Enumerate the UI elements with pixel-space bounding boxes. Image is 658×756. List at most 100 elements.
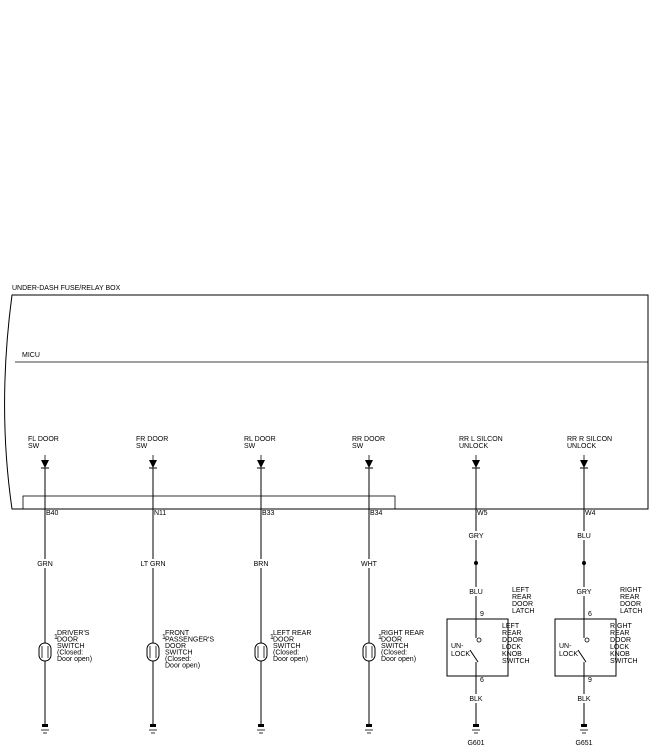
wire-color-label: BLU <box>469 589 483 596</box>
door-switch-label: FRONT <box>165 630 190 637</box>
switch-state-label: UN- <box>451 643 464 650</box>
pin-label: 1 <box>378 634 382 641</box>
wire-color-label: BLK <box>577 696 591 703</box>
door-switch-label: SWITCH <box>165 650 193 657</box>
latch-label: RIGHT <box>620 587 643 594</box>
ground-symbol-icon <box>149 720 157 734</box>
wire-color-label: GRY <box>576 589 591 596</box>
lock-knob-switch-label: DOOR <box>610 637 631 644</box>
wire-color-label: BLU <box>577 533 591 540</box>
wire-color-label: GRY <box>468 533 483 540</box>
input-label: SW <box>244 443 256 450</box>
input-arrow-icon <box>41 460 49 468</box>
wire-color-label: GRN <box>37 561 53 568</box>
terminal-label: B34 <box>370 510 383 517</box>
switch-blade-icon <box>577 649 587 663</box>
door-switch-label: (Closed: <box>273 650 299 657</box>
door-switch-label: DOOR <box>57 637 78 644</box>
input-label: SW <box>352 443 364 450</box>
pin-label: 9 <box>588 677 592 684</box>
door-switch-label: DRIVER'S <box>57 630 90 637</box>
wire-color-label: BLK <box>469 696 483 703</box>
wire-color-label: BRN <box>254 561 269 568</box>
terminal-label: W5 <box>477 510 488 517</box>
lock-knob-switch-label: LOCK <box>610 644 629 651</box>
door-switch-label: Door open) <box>57 656 92 663</box>
door-switch-label: Door open) <box>165 663 200 670</box>
latch-label: REAR <box>620 594 639 601</box>
input-label: FR DOOR <box>136 436 168 443</box>
door-switch-label: SWITCH <box>57 643 85 650</box>
fuse-relay-box: UNDER-DASH FUSE/RELAY BOX MICU <box>4 285 649 510</box>
input-label: RR DOOR <box>352 436 385 443</box>
latch-box <box>554 618 617 677</box>
ground-label: G651 <box>575 740 592 747</box>
input-arrow-icon <box>472 460 480 468</box>
input-label: SW <box>28 443 40 450</box>
latch-box <box>446 618 509 677</box>
pin-label: 6 <box>588 611 592 618</box>
input-label: RR L SILCON <box>459 436 503 443</box>
input-label: UNLOCK <box>459 443 489 450</box>
switch-contact-icon <box>584 637 590 643</box>
connector-block <box>22 495 396 510</box>
terminal-label: N11 <box>154 510 166 517</box>
input-label: SW <box>136 443 148 450</box>
door-switch-icon <box>254 642 268 662</box>
input-label: RR R SILCON <box>567 436 612 443</box>
door-switch-label: (Closed: <box>57 650 83 657</box>
lock-knob-switch-label: LEFT <box>502 623 520 630</box>
pin-label: 1 <box>54 634 58 641</box>
lock-knob-switch-label: KNOB <box>502 651 522 658</box>
latch-label: LATCH <box>620 608 642 615</box>
terminal-label: W4 <box>585 510 596 517</box>
input-arrow-icon <box>580 460 588 468</box>
latch-label: LEFT <box>512 587 530 594</box>
switch-state-label: UN- <box>559 643 572 650</box>
door-switch-label: RIGHT REAR <box>381 630 424 637</box>
door-switch-icon <box>362 642 376 662</box>
splice-point-icon <box>474 561 478 565</box>
door-switch-label: PASSENGER'S <box>165 637 214 644</box>
lock-knob-switch-label: SWITCH <box>502 658 530 665</box>
pin-label: 9 <box>480 611 484 618</box>
wire-color-label: WHT <box>361 561 378 568</box>
door-switch-label: DOOR <box>165 643 186 650</box>
lock-knob-switch-label: RIGHT <box>610 623 633 630</box>
terminal-label: B40 <box>46 510 59 517</box>
latch-label: DOOR <box>512 601 533 608</box>
wire-color-label: LT GRN <box>140 561 165 568</box>
lock-knob-switch-label: REAR <box>502 630 521 637</box>
door-switch-label: (Closed: <box>381 650 407 657</box>
door-switch-label: LEFT REAR <box>273 630 311 637</box>
door-switch-icon <box>38 642 52 662</box>
lock-knob-switch-label: SWITCH <box>610 658 638 665</box>
switch-state-label: LOCK <box>559 651 578 658</box>
ground-symbol-icon <box>580 720 588 734</box>
door-switch-label: (Closed: <box>165 656 191 663</box>
input-label: FL DOOR <box>28 436 59 443</box>
pin-label: 6 <box>480 677 484 684</box>
input-label: RL DOOR <box>244 436 276 443</box>
terminal-label: B33 <box>262 510 275 517</box>
lock-knob-switch-label: DOOR <box>502 637 523 644</box>
latch-label: DOOR <box>620 601 641 608</box>
door-switch-icon <box>146 642 160 662</box>
input-arrow-icon <box>149 460 157 468</box>
switch-blade-icon <box>469 649 479 663</box>
pin-label: 1 <box>270 634 274 641</box>
door-switch-label: Door open) <box>381 656 416 663</box>
latch-label: LATCH <box>512 608 534 615</box>
splice-point-icon <box>582 561 586 565</box>
door-switch-label: SWITCH <box>273 643 301 650</box>
switch-contact-icon <box>476 637 482 643</box>
latch-label: REAR <box>512 594 531 601</box>
micu-label: MICU <box>22 352 40 359</box>
input-arrow-icon <box>365 460 373 468</box>
door-switch-label: Door open) <box>273 656 308 663</box>
